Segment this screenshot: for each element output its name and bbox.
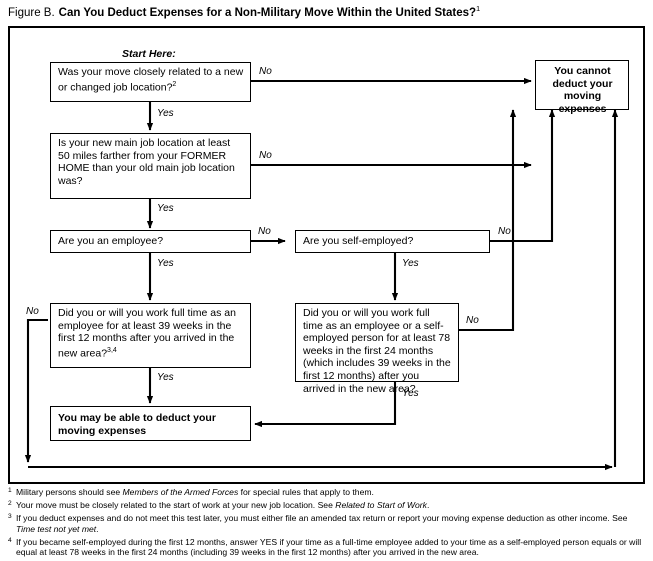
figure-title-footnote-marker: 1 <box>476 4 481 13</box>
node-q5-text: Did you or will you work full time as an… <box>58 307 236 360</box>
footnote-1: 1 Military persons should see Members of … <box>8 487 648 498</box>
node-q6-text: Did you or will you work full time as an… <box>303 307 451 395</box>
node-q1-text: Was your move closely related to a new o… <box>58 66 244 94</box>
footnote-text: If you became self-employed during the f… <box>16 536 642 558</box>
label-q4-yes: Yes <box>402 258 419 269</box>
footnote-marker: 4 <box>8 536 12 544</box>
footnote-3: 3 If you deduct expenses and do not meet … <box>8 513 648 534</box>
footnote-text: for special rules that apply to them. <box>238 487 374 497</box>
footnote-marker: 2 <box>8 500 12 508</box>
node-q4-text: Are you self-employed? <box>303 235 414 247</box>
start-here-label: Start Here: <box>122 48 176 60</box>
label-q1-yes: Yes <box>157 108 174 119</box>
node-q5-footnote-marker: 3,4 <box>107 346 117 354</box>
footnote-2: 2 Your move must be closely related to th… <box>8 500 648 511</box>
footnotes: 1 Military persons should see Members of … <box>8 487 648 561</box>
figure-title: Can You Deduct Expenses for a Non-Milita… <box>58 6 477 19</box>
node-result-yes: You may be able to deduct your moving ex… <box>50 406 251 441</box>
node-result-no: You cannot deduct your moving expenses <box>535 60 629 115</box>
label-q6-yes: Yes <box>402 388 419 399</box>
label-q5-yes: Yes <box>157 372 174 383</box>
footnote-text: Military persons should see <box>16 487 123 497</box>
node-q1-footnote-marker: 2 <box>172 80 177 88</box>
node-q4: Are you self-employed? <box>295 230 490 253</box>
diagram-frame <box>8 26 645 484</box>
footnote-emphasis: Members of the Armed Forces <box>122 487 239 497</box>
node-q1: Was your move closely related to a new o… <box>50 62 251 102</box>
footnote-emphasis: Related to Start of Work <box>335 500 427 511</box>
footnote-text: . <box>426 500 430 511</box>
footnote-text: Your move must be closely related to the… <box>16 500 336 511</box>
label-q3-yes: Yes <box>157 258 174 269</box>
footnote-marker: 3 <box>8 513 12 521</box>
label-q1-no: No <box>259 66 272 77</box>
figure-label: Figure B. <box>8 6 55 19</box>
node-q2: Is your new main job location at least 5… <box>50 133 251 199</box>
label-q5-no: No <box>26 306 39 317</box>
node-q5: Did you or will you work full time as an… <box>50 303 251 368</box>
node-q6: Did you or will you work full time as an… <box>295 303 459 395</box>
footnote-text: . <box>96 523 99 534</box>
figure-caption: Figure B.Can You Deduct Expenses for a N… <box>8 4 648 19</box>
node-result-no-text: You cannot deduct your moving expenses <box>552 65 613 115</box>
label-q6-no: No <box>466 315 479 326</box>
node-q2-text: Is your new main job location at least 5… <box>58 137 235 187</box>
node-q3: Are you an employee? <box>50 230 251 253</box>
label-q2-no: No <box>259 150 272 161</box>
footnote-marker: 1 <box>8 487 12 494</box>
node-result-yes-text: You may be able to deduct your moving ex… <box>58 412 216 437</box>
node-q3-text: Are you an employee? <box>58 235 164 247</box>
label-q4-no: No <box>498 226 511 237</box>
footnote-emphasis: Time test not yet met <box>16 523 97 534</box>
label-q2-yes: Yes <box>157 203 174 214</box>
label-q3-no: No <box>258 226 271 237</box>
footnote-text: If you deduct expenses and do not meet t… <box>16 513 628 524</box>
footnote-4: 4 If you became self-employed during the … <box>8 537 648 558</box>
